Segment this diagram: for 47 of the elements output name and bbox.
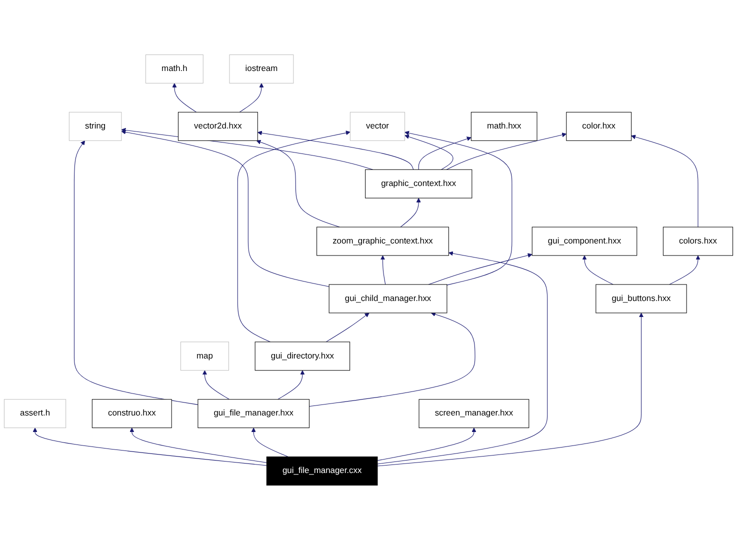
- arrow: [237, 130, 350, 342]
- arrow: [669, 255, 700, 285]
- node-box: zoom_graphic_context.hxx: [316, 226, 449, 256]
- arrow: [377, 428, 476, 461]
- node-box: construo.hxx: [92, 399, 172, 428]
- node-box: gui_component.hxx: [532, 226, 638, 256]
- arrow: [377, 312, 644, 466]
- node-box: screen_manager.hxx: [418, 399, 530, 428]
- arrow: [32, 428, 267, 466]
- node-box: math.hxx: [470, 112, 538, 141]
- arrow: [428, 253, 532, 285]
- node-box: math.h: [145, 54, 204, 84]
- node-box: graphic_context.hxx: [365, 169, 472, 198]
- arrow: [400, 198, 421, 228]
- arrow: [130, 428, 267, 463]
- arrow: [256, 140, 340, 228]
- node-box: map: [180, 342, 229, 371]
- node-box: vector: [350, 112, 406, 141]
- node-box: vector2d.hxx: [178, 112, 258, 141]
- arrow: [404, 134, 454, 170]
- node-box: gui_buttons.hxx: [596, 284, 687, 314]
- arrow: [377, 251, 548, 464]
- arrow: [380, 255, 386, 285]
- node-box: gui_file_manager.cxx: [266, 456, 378, 486]
- arrow: [308, 312, 476, 407]
- arrow: [257, 130, 414, 170]
- node-box: color.hxx: [566, 112, 632, 141]
- arrow: [239, 83, 264, 112]
- arrow: [172, 83, 197, 112]
- node-box: gui_directory.hxx: [254, 342, 350, 371]
- arrow: [202, 370, 230, 400]
- arrow: [404, 130, 512, 286]
- arrow: [74, 140, 198, 405]
- arrow: [251, 428, 288, 458]
- node-box: string: [68, 112, 122, 141]
- arrow: [278, 370, 305, 400]
- arrow: [121, 130, 330, 287]
- arrow: [446, 132, 567, 170]
- node-box: colors.hxx: [662, 226, 734, 256]
- node-box: iostream: [229, 54, 294, 84]
- arrow: [631, 134, 698, 228]
- arrow: [326, 312, 370, 342]
- arrow: [418, 136, 472, 170]
- node-box: gui_file_manager.hxx: [198, 399, 310, 428]
- node-box: gui_child_manager.hxx: [328, 284, 448, 314]
- arrow: [582, 255, 614, 285]
- node-box: assert.h: [4, 399, 66, 428]
